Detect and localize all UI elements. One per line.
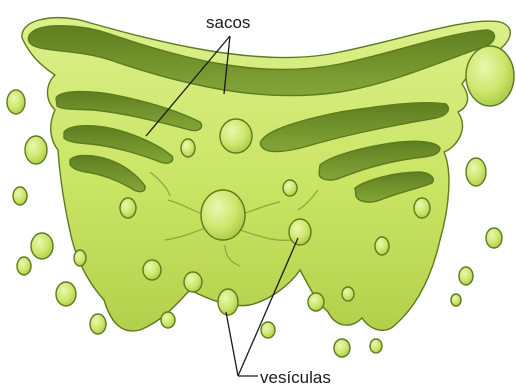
label-vesiculas: vesículas (260, 368, 331, 387)
vesicle (486, 228, 502, 248)
vesicle (459, 267, 473, 285)
vesicle (342, 287, 354, 301)
vesicle (261, 322, 275, 338)
vesicle (375, 237, 389, 255)
vesicle (451, 294, 461, 306)
vesiculas-leader-1 (226, 312, 238, 376)
vesicle (31, 233, 53, 259)
label-sacos: sacos (206, 13, 250, 32)
vesicle (283, 180, 297, 196)
vesicle (334, 339, 350, 357)
vesicle (25, 136, 47, 164)
vesicle (218, 289, 238, 315)
vesicle (74, 250, 86, 266)
vesicle (13, 187, 27, 205)
vesicle (289, 219, 311, 245)
vesicle (90, 314, 106, 334)
vesicle (184, 272, 202, 292)
vesicle (414, 198, 430, 218)
vesicle (466, 46, 514, 106)
vesicle (120, 198, 136, 218)
vesicle (161, 312, 175, 328)
vesicle (308, 293, 324, 311)
vesicle (143, 260, 161, 280)
vesicle (7, 90, 25, 114)
vesicle (466, 158, 486, 186)
vesicle (56, 282, 76, 306)
vesicle (220, 119, 252, 153)
vesicle (181, 139, 195, 157)
vesicle (17, 257, 31, 275)
vesicle (370, 339, 382, 353)
vesicle (201, 190, 245, 240)
